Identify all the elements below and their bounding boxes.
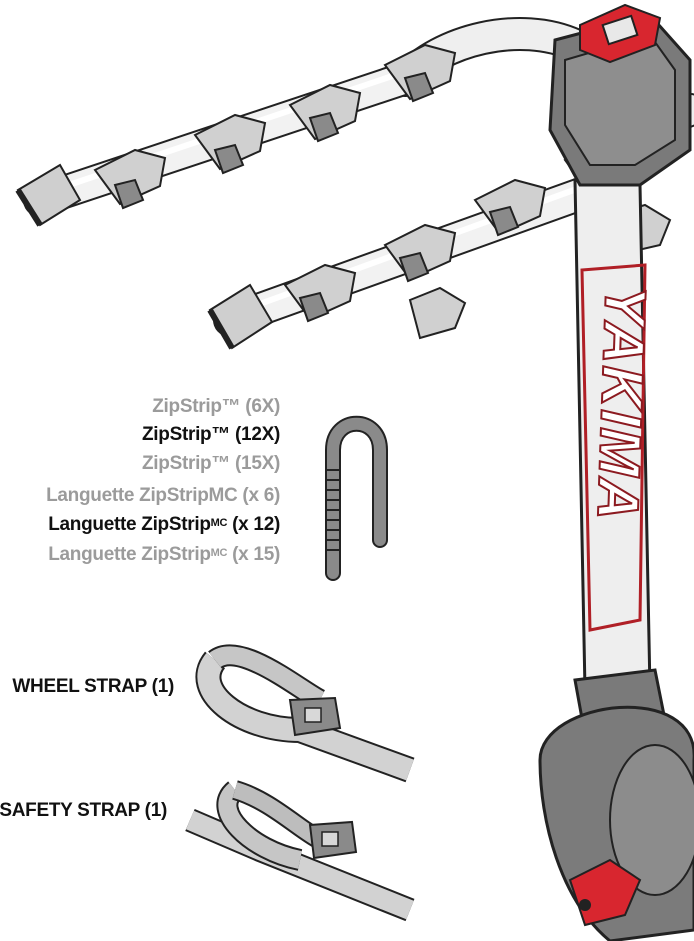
languette-15-label: Languette ZipStripMC (x 15) (48, 544, 280, 565)
languette-6-label: Languette ZipStripMC (x 6) (46, 485, 280, 506)
mast: YAKIMA (538, 3, 694, 941)
upper-cradles (93, 43, 457, 210)
languette-12-label: Languette ZipStripMC (x 12) (48, 514, 280, 535)
wheel-strap-label: WHEEL STRAP (1) (12, 676, 174, 697)
lower-cradles (283, 138, 672, 340)
safety-strap-illustration (185, 780, 415, 922)
wheel-strap-illustration (195, 644, 415, 783)
zipstrip-6x-label: ZipStrip™ (6X) (152, 396, 280, 417)
safety-strap-label: SAFETY STRAP (1) (0, 800, 167, 821)
zipstrip-15x-label: ZipStrip™ (15X) (141, 453, 280, 474)
zipstrip-12x-label: ZipStrip™ (12X) (141, 424, 280, 445)
zipstrip-illustration (325, 415, 388, 581)
svg-text:YAKIMA: YAKIMA (585, 285, 658, 524)
yakima-logo: YAKIMA (580, 263, 659, 632)
